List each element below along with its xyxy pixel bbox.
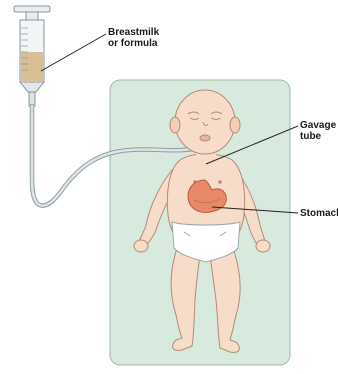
- leader-milk: [41, 34, 106, 71]
- label-or-formula: or formula: [108, 39, 157, 49]
- milk-level: [21, 52, 43, 81]
- label-stomach: Stomach: [300, 209, 338, 219]
- label-gavage: Gavage: [300, 121, 336, 131]
- head: [175, 90, 235, 154]
- label-tube: tube: [300, 132, 321, 142]
- label-breastmilk: Breastmilk: [108, 28, 159, 38]
- syringe: [14, 6, 50, 106]
